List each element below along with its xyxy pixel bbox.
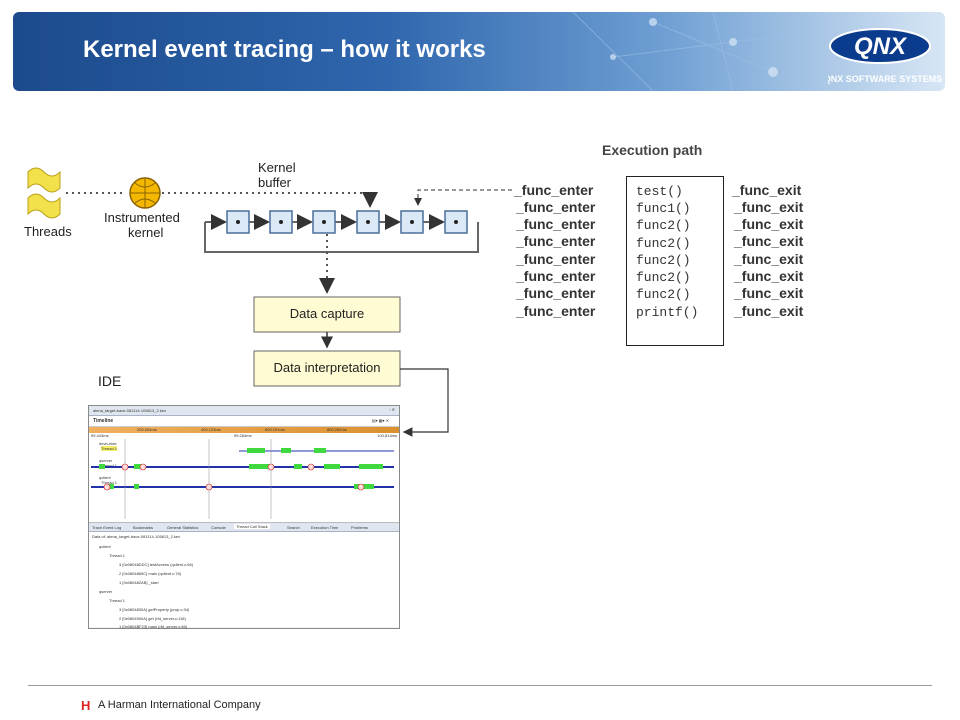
qnx-logo: QNX QNX SOFTWARE SYSTEMS <box>828 28 942 84</box>
call-name: func2() <box>636 236 691 251</box>
ide-label: IDE <box>98 373 122 389</box>
exec-to-buffer-link <box>414 189 512 206</box>
ide-tree-item[interactable]: Thread 1 <box>109 598 126 603</box>
ide-tick: 600.191ms <box>265 427 285 432</box>
page-title: Kernel event tracing – how it works <box>83 36 486 63</box>
ide-window-controls-icon[interactable]: ▫ ✕ <box>389 407 395 412</box>
header-network-decoration <box>572 12 814 91</box>
ide-tree-item[interactable]: 2 [0x0804900A] get (rfd_server.c:118) <box>119 616 186 621</box>
ide-timeline-traces <box>91 439 394 519</box>
call-stack-box <box>626 176 724 346</box>
ide-time-start: 99.443ms <box>91 433 109 438</box>
data-capture-box <box>253 296 401 333</box>
execution-path-title: Execution path <box>602 142 703 158</box>
ide-track-label: qserver <box>99 458 113 463</box>
ide-timeline-graph[interactable]: devb-eide Thread 1 qserver Thread 1 qcli… <box>89 439 399 523</box>
func-enter-label: _func_enter <box>516 233 596 249</box>
ide-call-stack-view: Data of: alena_target-trace-081114-10581… <box>89 532 399 629</box>
ide-tree-item[interactable]: Thread 1 <box>109 553 126 558</box>
ide-track-label: devb-eide <box>99 441 117 446</box>
ide-time-end: 100.814ms <box>377 433 397 438</box>
ide-track-label: Thread 1 <box>101 463 118 468</box>
func-exit-label: _func_exit <box>734 251 804 267</box>
ide-tree-item[interactable]: 1 [0x0804BF23] main (rfd_server.c:60) <box>119 624 188 629</box>
func-enter-label: _func_enter <box>514 182 594 198</box>
func-enter-label: _func_enter <box>516 199 596 215</box>
ide-view-tab[interactable]: General Statistics <box>167 525 199 530</box>
call-name: func1() <box>636 201 691 216</box>
ide-screenshot: alena_target-trace-081114-105813_2.kev ▫… <box>88 405 400 629</box>
harman-logo: H <box>81 698 91 713</box>
call-name: test() <box>636 184 683 199</box>
ide-time-ruler: 200.054ms 400.123ms 600.191ms 800.262ms <box>89 427 399 433</box>
func-exit-label: _func_exit <box>734 216 804 232</box>
qnx-logo-subtitle: QNX SOFTWARE SYSTEMS <box>828 74 942 84</box>
ide-view-tab[interactable]: Search <box>287 525 300 530</box>
ide-editor-tab[interactable]: alena_target-trace-081114-105813_2.kev <box>93 408 167 413</box>
footer-text: A Harman International Company <box>98 699 261 711</box>
header-banner: Kernel event tracing – how it works QNX … <box>13 12 945 91</box>
ide-tick: 800.262ms <box>327 427 347 432</box>
ide-tree-item[interactable]: qclient <box>99 544 111 549</box>
func-enter-label: _func_enter <box>516 285 596 301</box>
ide-view-tab[interactable]: Execution Time <box>311 525 339 530</box>
func-enter-label: _func_enter <box>516 251 596 267</box>
ide-track-label: Thread 1 <box>101 480 118 485</box>
ide-toolbar-icons[interactable]: ▤▾ ▦▾ ✕ <box>371 418 389 423</box>
buffer-label-line2: buffer <box>258 175 292 190</box>
ide-view-tab[interactable]: Console <box>211 525 226 530</box>
ide-view-tab[interactable]: Bookmarks <box>133 525 154 530</box>
data-capture-label: Data capture <box>290 306 364 321</box>
instrumented-label-line1: Instrumented <box>104 210 180 225</box>
func-enter-label: _func_enter <box>516 216 596 232</box>
ide-tree-item[interactable]: 3 [0x08048DDC] testAccess (qclient.c:66) <box>119 562 194 567</box>
ide-tick: 400.123ms <box>201 427 221 432</box>
func-exit-label: _func_exit <box>734 233 804 249</box>
ide-tree-item[interactable]: 1 [0x080482AB] _start <box>119 580 159 585</box>
ide-editor-tabbar: alena_target-trace-081114-105813_2.kev ▫… <box>89 406 399 416</box>
ide-view-tabbar: Trace Event Log Bookmarks General Statis… <box>89 523 399 532</box>
func-exit-label: _func_exit <box>734 199 804 215</box>
func-enter-label: _func_enter <box>516 268 596 284</box>
ide-track-label: qclient <box>99 475 111 480</box>
ide-tree-item[interactable]: qserver <box>99 589 113 594</box>
call-name: func2() <box>636 253 691 268</box>
func-exit-label: _func_exit <box>734 268 804 284</box>
ide-time-mid: 99.284ms <box>234 433 252 438</box>
threads-icon <box>27 167 61 219</box>
ide-tree-item[interactable]: 2 [0x0804869C] main (qclient.c:78) <box>119 571 182 576</box>
kernel-buffer-ring <box>204 210 479 253</box>
instrumented-label-line2: kernel <box>128 225 164 240</box>
ide-tick: 200.054ms <box>137 427 157 432</box>
data-interpretation-label: Data interpretation <box>274 360 381 375</box>
data-interpretation-box <box>253 350 401 387</box>
threads-label: Threads <box>24 224 72 239</box>
call-name: printf() <box>636 305 699 320</box>
call-name: func2() <box>636 218 691 233</box>
func-enter-label: _func_enter <box>516 303 596 319</box>
call-name: func2() <box>636 270 691 285</box>
func-exit-label: _func_exit <box>734 303 804 319</box>
ide-tree-item[interactable]: 3 [0x0804830A] getProperty (prop.c:34) <box>119 607 190 612</box>
ide-view-tab[interactable]: Problems <box>351 525 368 530</box>
qnx-logo-text: QNX <box>854 33 908 60</box>
interpretation-to-ide-link <box>400 368 449 437</box>
func-exit-label: _func_exit <box>732 182 802 198</box>
buffer-label-line1: Kernel <box>258 160 296 175</box>
call-name: func2() <box>636 287 691 302</box>
func-exit-label: _func_exit <box>734 285 804 301</box>
ide-track-label: Thread 1 <box>101 446 118 451</box>
ide-data-of-label: Data of: alena_target-trace-081114-10581… <box>92 534 181 539</box>
ide-view-tab[interactable]: Trace Event Log <box>92 525 122 530</box>
ide-timeline-title: Timeline <box>93 418 114 424</box>
ide-view-tab-active[interactable]: Thread Call Stack <box>234 524 270 529</box>
footer-divider <box>28 685 932 686</box>
